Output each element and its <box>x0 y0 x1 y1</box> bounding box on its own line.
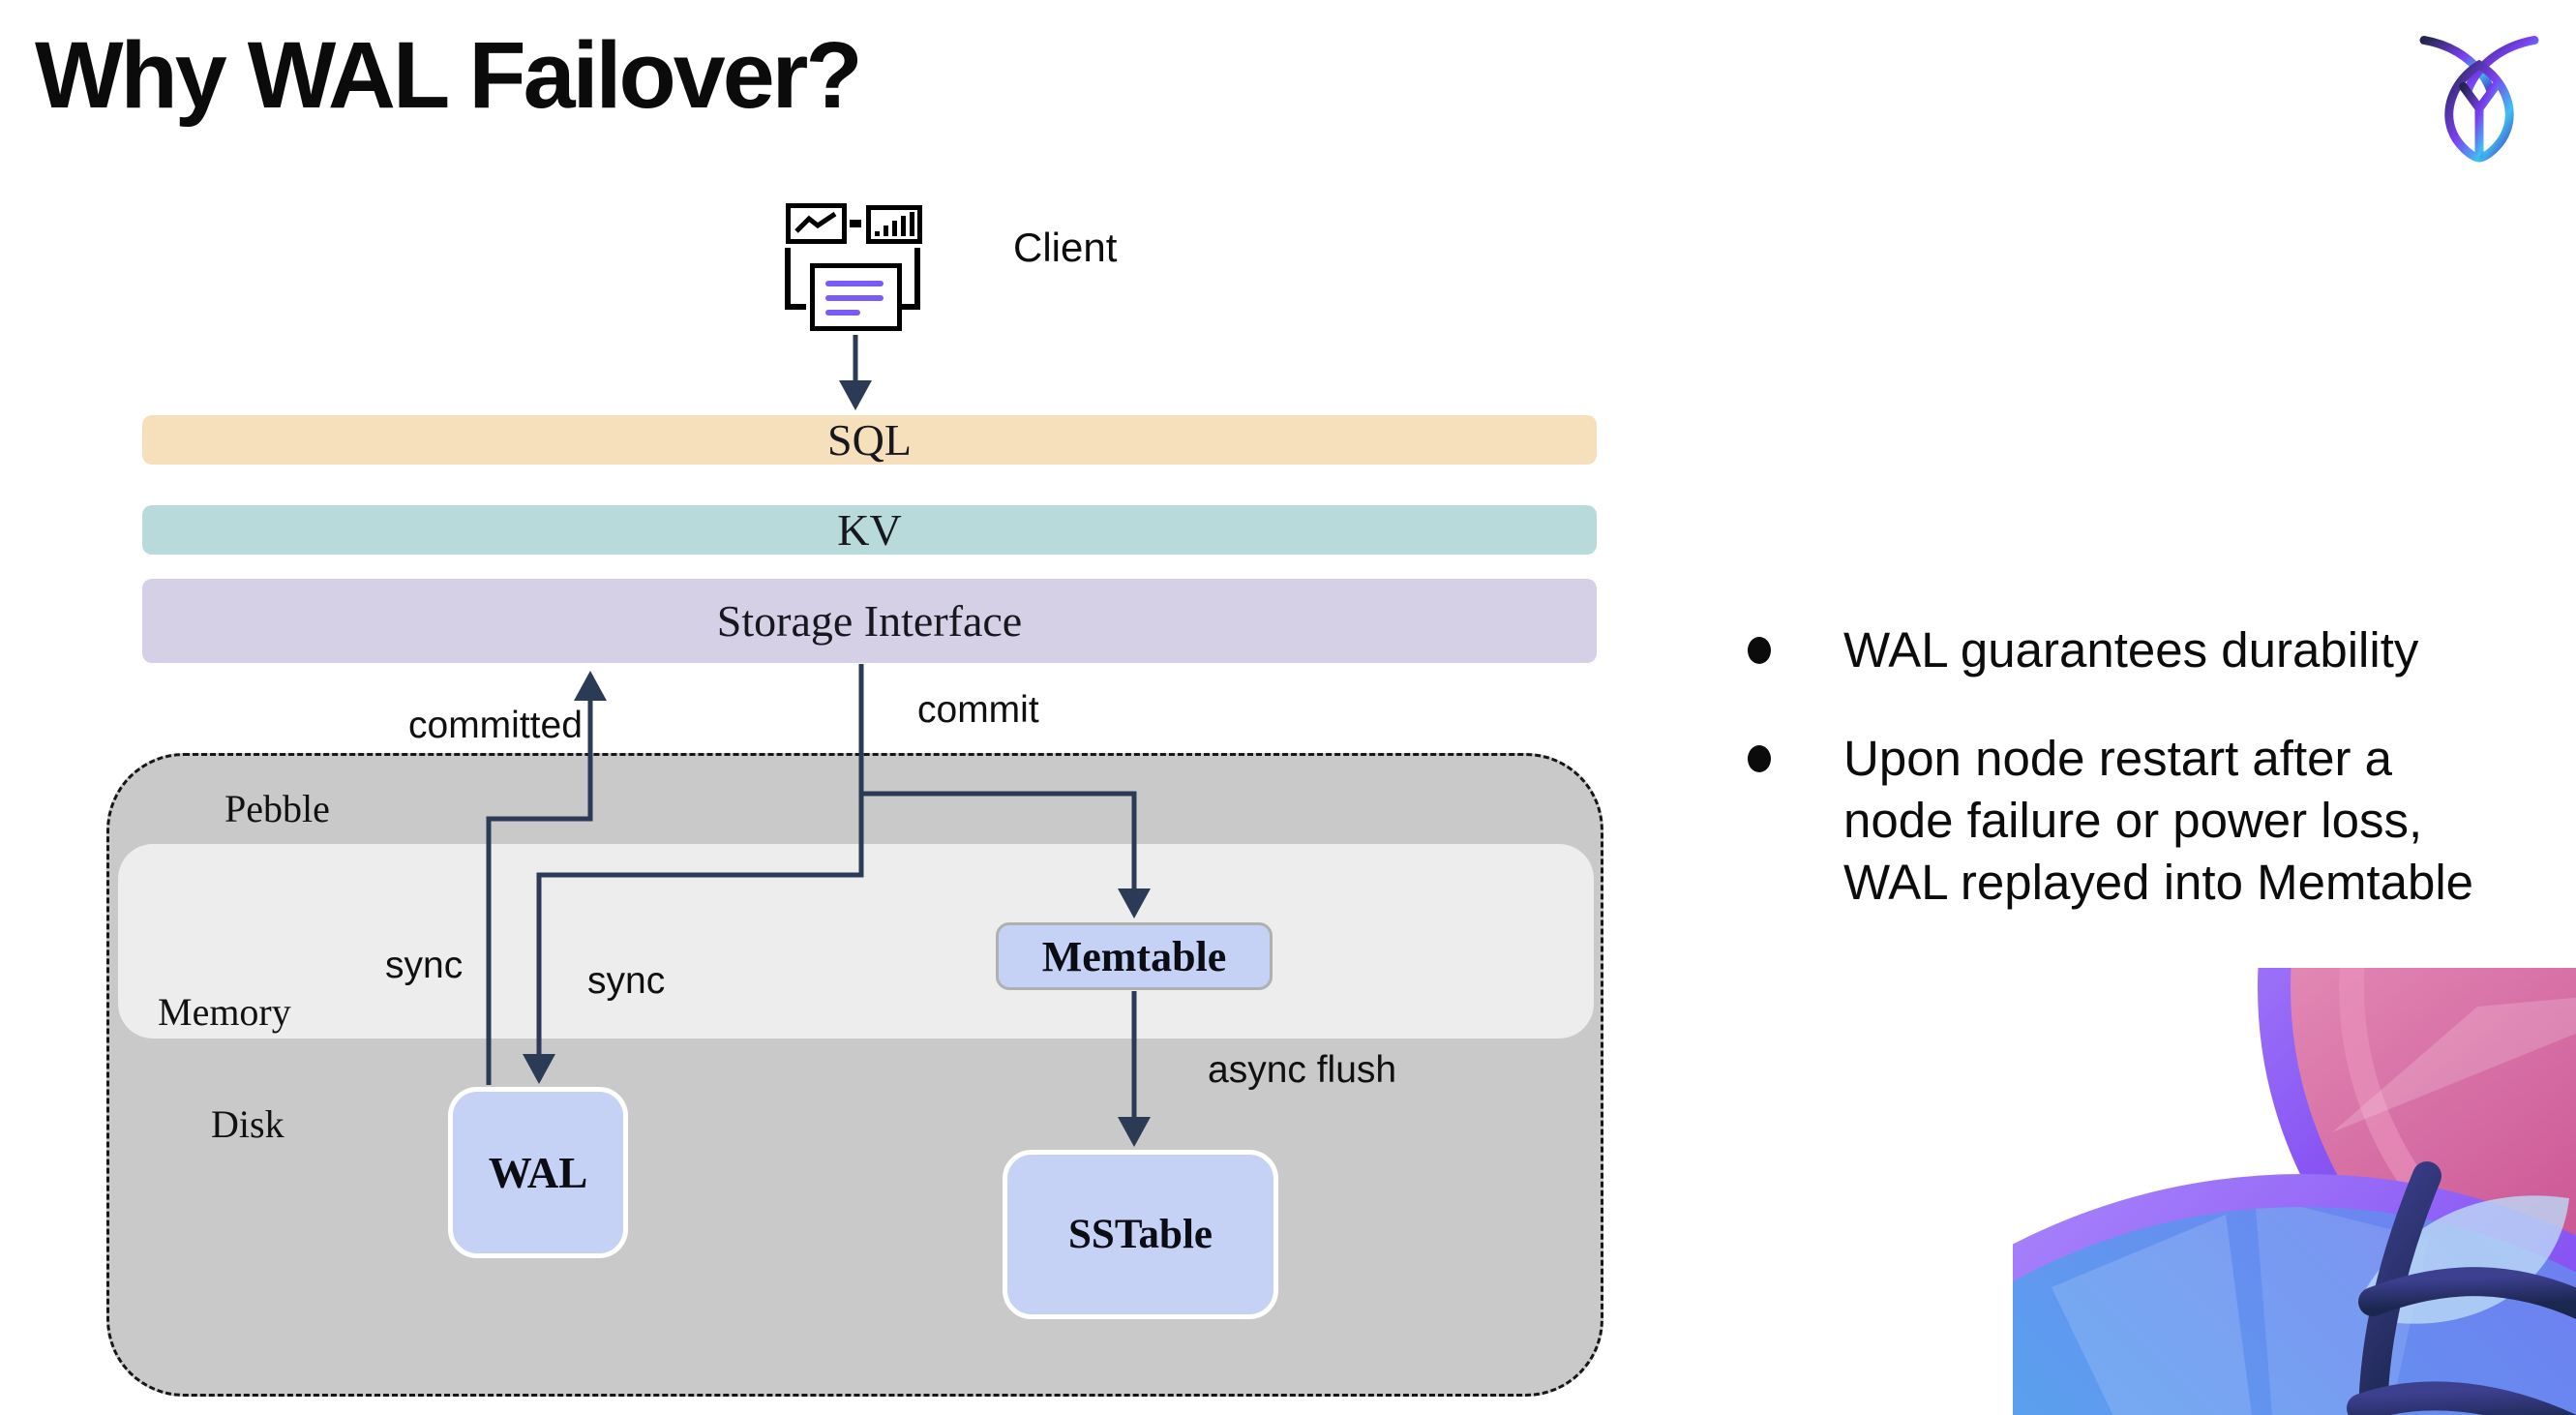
client-bracket-left-icon <box>785 248 806 310</box>
layer-label-storage-interface: Storage Interface <box>716 596 1023 646</box>
bullet-list: WAL guarantees durability Upon node rest… <box>1732 619 2487 960</box>
committed-arrow <box>486 671 607 1085</box>
memtable-node: Memtable <box>996 922 1273 990</box>
commit-sync-wal-arrow <box>523 664 864 1084</box>
client-bracket-right-icon <box>899 248 920 310</box>
sstable-node: SSTable <box>1003 1150 1278 1319</box>
client-linechart-icon <box>786 203 847 244</box>
list-item: WAL guarantees durability <box>1732 619 2487 681</box>
client-icon-dash <box>850 220 861 227</box>
bullet-dot-icon <box>1748 637 1771 664</box>
layer-label-sql: SQL <box>827 415 912 465</box>
bullet-dot-icon <box>1748 745 1771 772</box>
committed-edge-label: committed <box>408 705 583 746</box>
layer-bar-sql: SQL <box>142 415 1597 465</box>
wal-node: WAL <box>448 1087 628 1258</box>
pebble-region-label: Pebble <box>225 787 330 830</box>
bullet-text: Upon node restart after a node failure o… <box>1843 731 2474 910</box>
client-barchart-icon <box>866 205 922 244</box>
memtable-node-label: Memtable <box>1041 932 1227 980</box>
client-document-icon <box>810 263 902 331</box>
client-label: Client <box>1013 225 1118 270</box>
commit-to-memtable-arrow <box>861 791 1151 918</box>
cockroachdb-logo-icon <box>2419 36 2539 163</box>
layer-label-kv: KV <box>837 505 902 555</box>
wal-node-label: WAL <box>488 1148 588 1197</box>
layer-bar-kv: KV <box>142 505 1597 555</box>
page-title: Why WAL Failover? <box>35 22 863 128</box>
sstable-node-label: SSTable <box>1067 1212 1213 1257</box>
async-flush-edge-label: async flush <box>1208 1049 1397 1091</box>
commit-edge-label: commit <box>917 689 1039 731</box>
memory-region-label: Memory <box>158 990 291 1034</box>
disk-region-label: Disk <box>211 1102 285 1146</box>
sync-up-edge-label: sync <box>385 945 464 986</box>
brand-decoration-art <box>2013 968 2576 1415</box>
list-item: Upon node restart after a node failure o… <box>1732 728 2487 914</box>
sync-down-edge-label: sync <box>587 960 666 1002</box>
bullet-text: WAL guarantees durability <box>1843 622 2419 677</box>
layer-bar-storage-interface: Storage Interface <box>142 579 1597 663</box>
